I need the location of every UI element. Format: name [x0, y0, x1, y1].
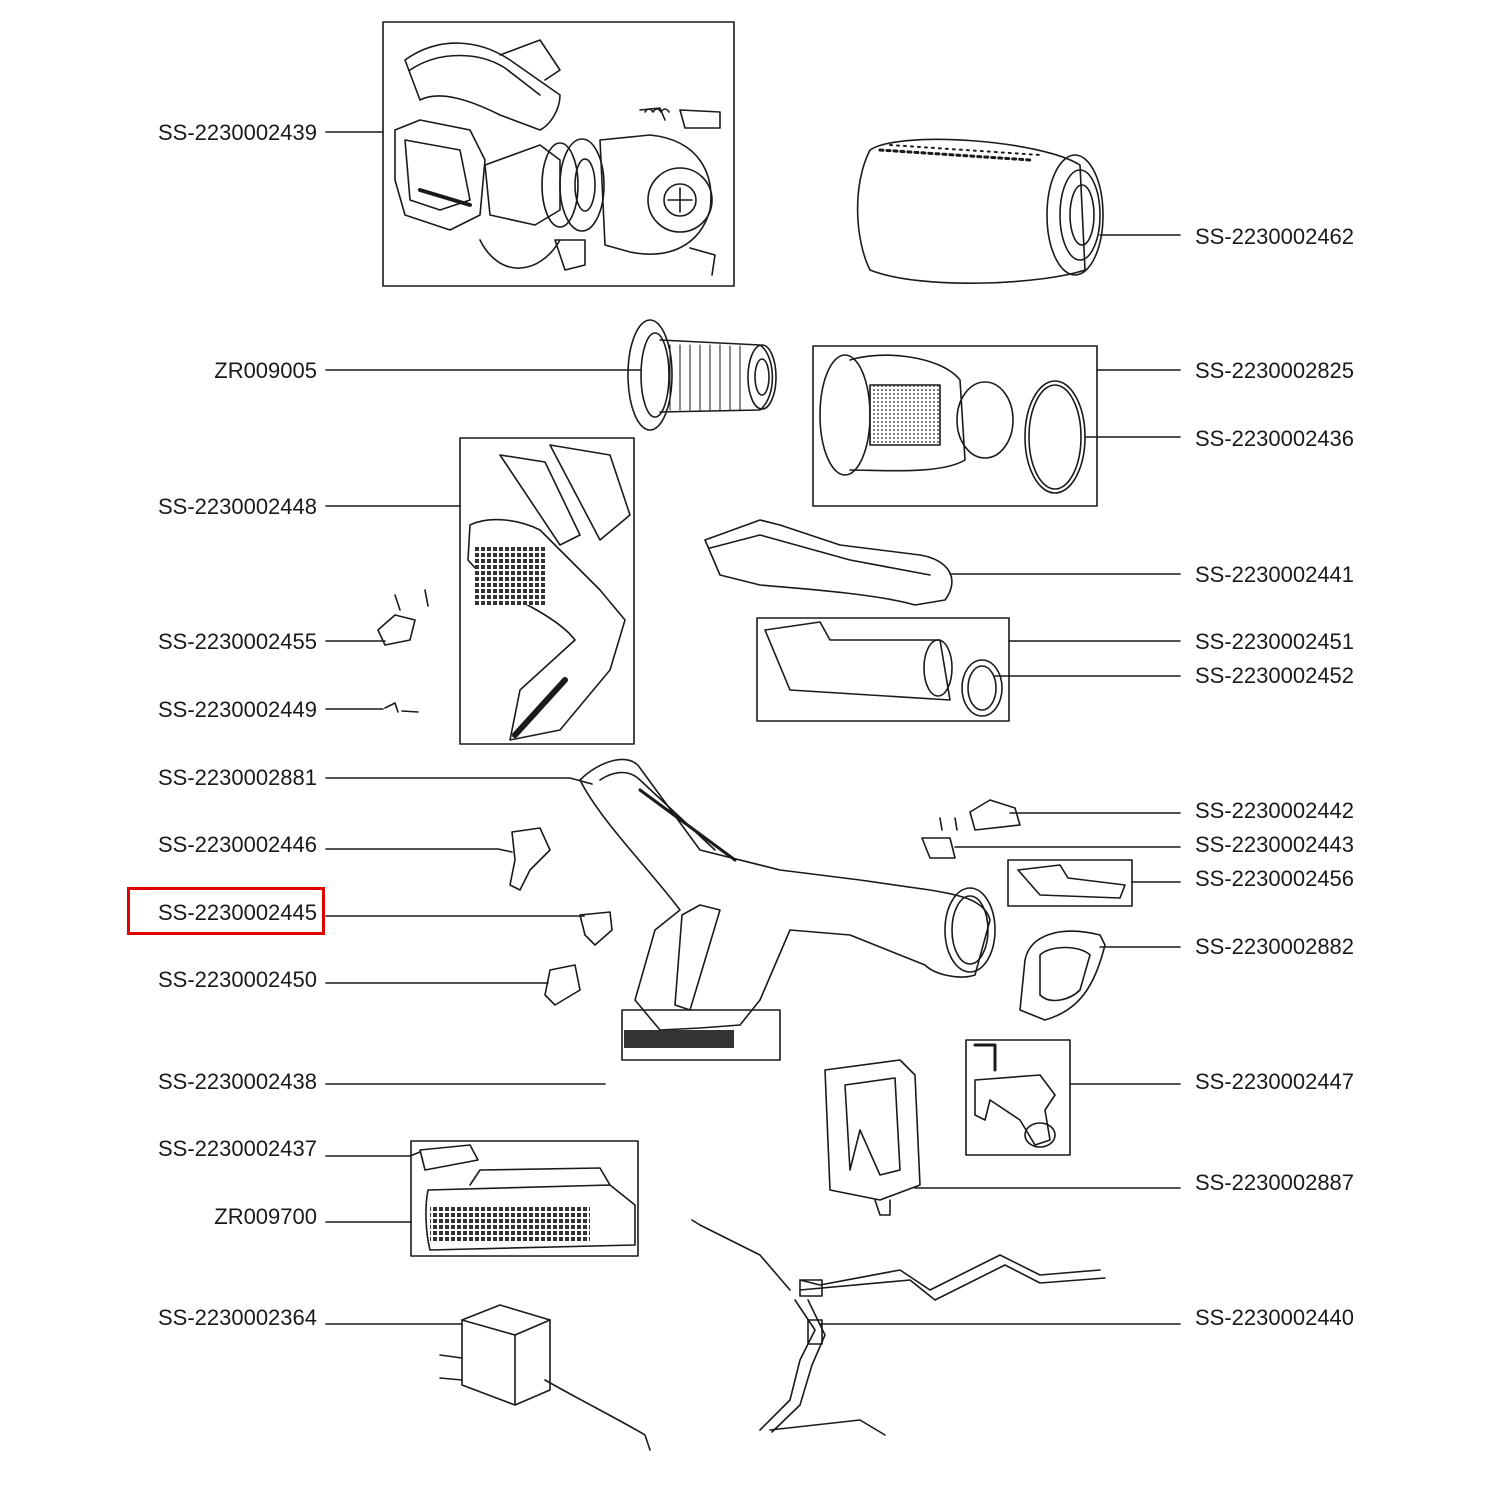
part-label-r8: SS-2230002443	[1195, 832, 1355, 857]
part-label-r5: SS-2230002451	[1195, 629, 1355, 654]
button-parts-illustration	[921, 799, 1126, 899]
part-label-r1: SS-2230002462	[1195, 224, 1355, 249]
part-label-4: SS-2230002455	[157, 629, 317, 654]
trigger-illustration	[973, 1043, 1056, 1148]
part-label-r11: SS-2230002447	[1195, 1069, 1355, 1094]
leader-lines-left	[325, 131, 641, 1325]
cylinder-cover-illustration	[856, 138, 1104, 284]
part-label-13: SS-2230002364	[157, 1305, 317, 1330]
part-label-1: SS-2230002439	[157, 120, 317, 145]
group-box-battery	[410, 1140, 639, 1257]
part-label-8-highlighted: SS-2230002445	[157, 900, 317, 925]
part-label-11: SS-2230002437	[157, 1136, 317, 1161]
part-label-3: SS-2230002448	[157, 494, 317, 519]
pleated-filter-illustration	[627, 319, 777, 431]
part-label-r4: SS-2230002441	[1195, 562, 1355, 587]
leader-lines-right	[819, 234, 1181, 1325]
part-label-r7: SS-2230002442	[1195, 798, 1355, 823]
part-label-r12: SS-2230002887	[1195, 1170, 1355, 1195]
part-label-r2: SS-2230002825	[1195, 358, 1355, 383]
part-label-5: SS-2230002449	[157, 697, 317, 722]
part-label-12: ZR009700	[214, 1204, 317, 1229]
part-label-2: ZR009005	[214, 358, 317, 383]
part-label-r9: SS-2230002456	[1195, 866, 1355, 891]
part-label-10: SS-2230002438	[157, 1069, 317, 1094]
part-label-6: SS-2230002881	[157, 765, 317, 790]
dust-container-illustration	[467, 444, 631, 741]
inlet-tube-illustration	[764, 621, 1003, 717]
wiring-harness-illustration	[691, 1219, 1106, 1436]
group-box-filter-assembly	[812, 345, 1098, 507]
screws-latch-illustration	[377, 589, 429, 713]
part-label-r13: SS-2230002440	[1195, 1305, 1355, 1330]
switch-latch-illustration	[509, 827, 613, 1006]
part-label-7: SS-2230002446	[157, 832, 317, 857]
motor-unit-illustration	[394, 39, 721, 276]
main-body-illustration	[579, 758, 996, 1061]
battery-housing-illustration	[824, 1059, 921, 1216]
battery-illustration	[419, 1144, 636, 1251]
group-box-inlet-tube	[756, 617, 1010, 722]
part-label-r3: SS-2230002436	[1195, 426, 1355, 451]
part-label-r6: SS-2230002452	[1195, 663, 1355, 688]
filter-assembly-illustration	[819, 354, 1086, 494]
inlet-ring-illustration	[1019, 930, 1106, 1021]
highlight-box	[127, 887, 325, 935]
handle-cover-illustration	[704, 519, 953, 606]
charger-illustration	[439, 1304, 651, 1451]
part-label-r10: SS-2230002882	[1195, 934, 1355, 959]
group-box-release-button	[1007, 859, 1133, 907]
group-box-dust-container	[459, 437, 635, 745]
group-box-trigger	[965, 1039, 1071, 1156]
group-box-motor-unit	[382, 21, 735, 287]
part-label-9: SS-2230002450	[157, 967, 317, 992]
